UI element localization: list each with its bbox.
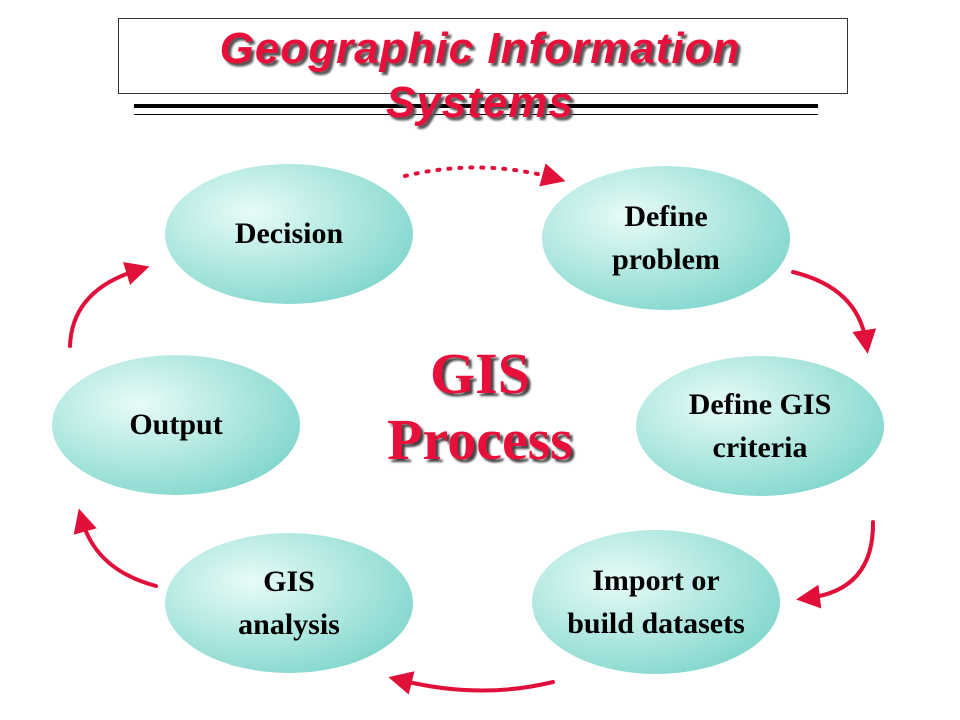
center-title-line-2: Process (387, 407, 573, 472)
title-rule-thin (134, 114, 818, 115)
node-output-label: Output (129, 408, 223, 442)
curved-arrow-icon (73, 508, 158, 588)
node-import-build-datasets-label: Import or build datasets (567, 563, 745, 641)
curved-arrow-icon (388, 671, 555, 695)
title-line-1: Geographic Information (219, 24, 741, 73)
node-define-problem-label: Define problem (612, 199, 720, 277)
node-decision-label: Decision (234, 217, 344, 251)
title-rule-thick (134, 104, 818, 108)
center-title-line-1: GIS (430, 341, 530, 406)
dotted-arrow-icon (403, 163, 566, 187)
node-define-problem (542, 166, 790, 310)
node-import-build-datasets (532, 530, 780, 674)
node-define-gis-criteria-label: Define GIS criteria (688, 387, 832, 465)
node-gis-analysis-label: GIS analysis (238, 564, 340, 642)
node-decision (165, 164, 413, 304)
node-define-gis-criteria (636, 356, 884, 496)
node-output (52, 355, 300, 495)
title-box (118, 18, 848, 94)
title-line-2: Systems (385, 78, 574, 127)
curved-arrow-icon (791, 270, 877, 354)
node-gis-analysis (165, 533, 413, 673)
curved-arrow-icon (68, 262, 150, 348)
curved-arrow-icon (796, 520, 876, 609)
